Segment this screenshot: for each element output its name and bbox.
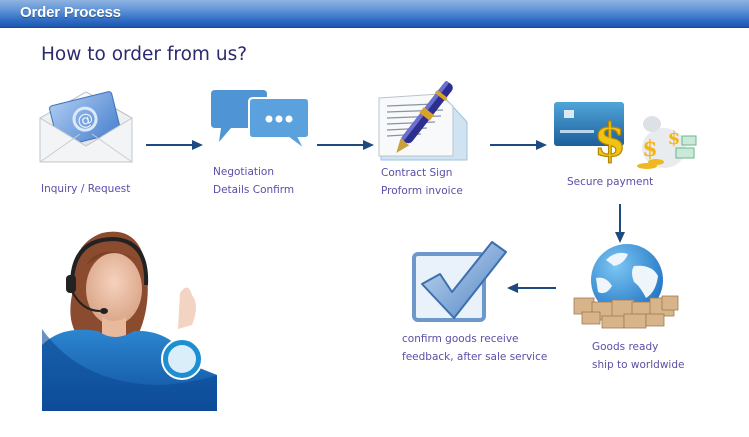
credit-card-dollar-icon: $ $ $ (554, 102, 697, 169)
svg-text:$: $ (594, 113, 626, 167)
step-negotiation: Negotiation Details Confirm (205, 88, 315, 198)
step-inquiry: @ Inquiry / Request (36, 88, 146, 198)
step-shipping: Goods ready ship to worldwide (572, 242, 702, 372)
globe-boxes-icon (573, 244, 679, 329)
step-label: Contract Sign Proform invoice (381, 164, 463, 200)
step-label-line: Secure payment (567, 176, 654, 188)
step-label: Goods ready ship to worldwide (592, 338, 684, 374)
step-label-line: feedback, after sale service (402, 351, 548, 363)
envelope-at-icon: @ (39, 91, 133, 163)
step-label-line: ship to worldwide (592, 359, 685, 371)
svg-text:@: @ (75, 108, 95, 130)
step-label-line: Proform invoice (381, 185, 463, 197)
arrow-right-icon (490, 140, 547, 150)
arrow-left-icon (507, 283, 556, 293)
arrow-right-icon (146, 140, 203, 150)
step-label-line: Contract Sign (381, 167, 453, 179)
step-label-line: confirm goods receive (402, 333, 519, 345)
page-title: How to order from us? (41, 44, 248, 65)
step-label: Inquiry / Request (41, 180, 130, 198)
step-label: Secure payment (567, 173, 653, 191)
step-confirm: confirm goods receive feedback, after sa… (398, 236, 568, 371)
svg-text:$: $ (668, 128, 681, 149)
step-payment: $ $ $ Secure payment (552, 98, 712, 198)
pen-document-icon (378, 81, 468, 161)
checkmark-box-icon (412, 241, 507, 322)
arrow-down-icon (615, 204, 625, 243)
header-title: Order Process (20, 4, 121, 21)
step-label-line: Negotiation (213, 166, 274, 178)
step-label-line: Details Confirm (213, 184, 295, 196)
step-label-line: Inquiry / Request (41, 183, 131, 195)
support-agent-photo (42, 225, 217, 411)
svg-text:$: $ (642, 136, 657, 162)
header-bar: Order Process (0, 0, 749, 28)
step-label: Negotiation Details Confirm (213, 163, 294, 199)
chat-bubbles-icon (211, 90, 310, 151)
step-label: confirm goods receive feedback, after sa… (402, 330, 547, 366)
step-label-line: Goods ready (592, 341, 659, 353)
step-contract: Contract Sign Proform invoice (375, 72, 495, 202)
arrow-right-icon (317, 140, 374, 150)
